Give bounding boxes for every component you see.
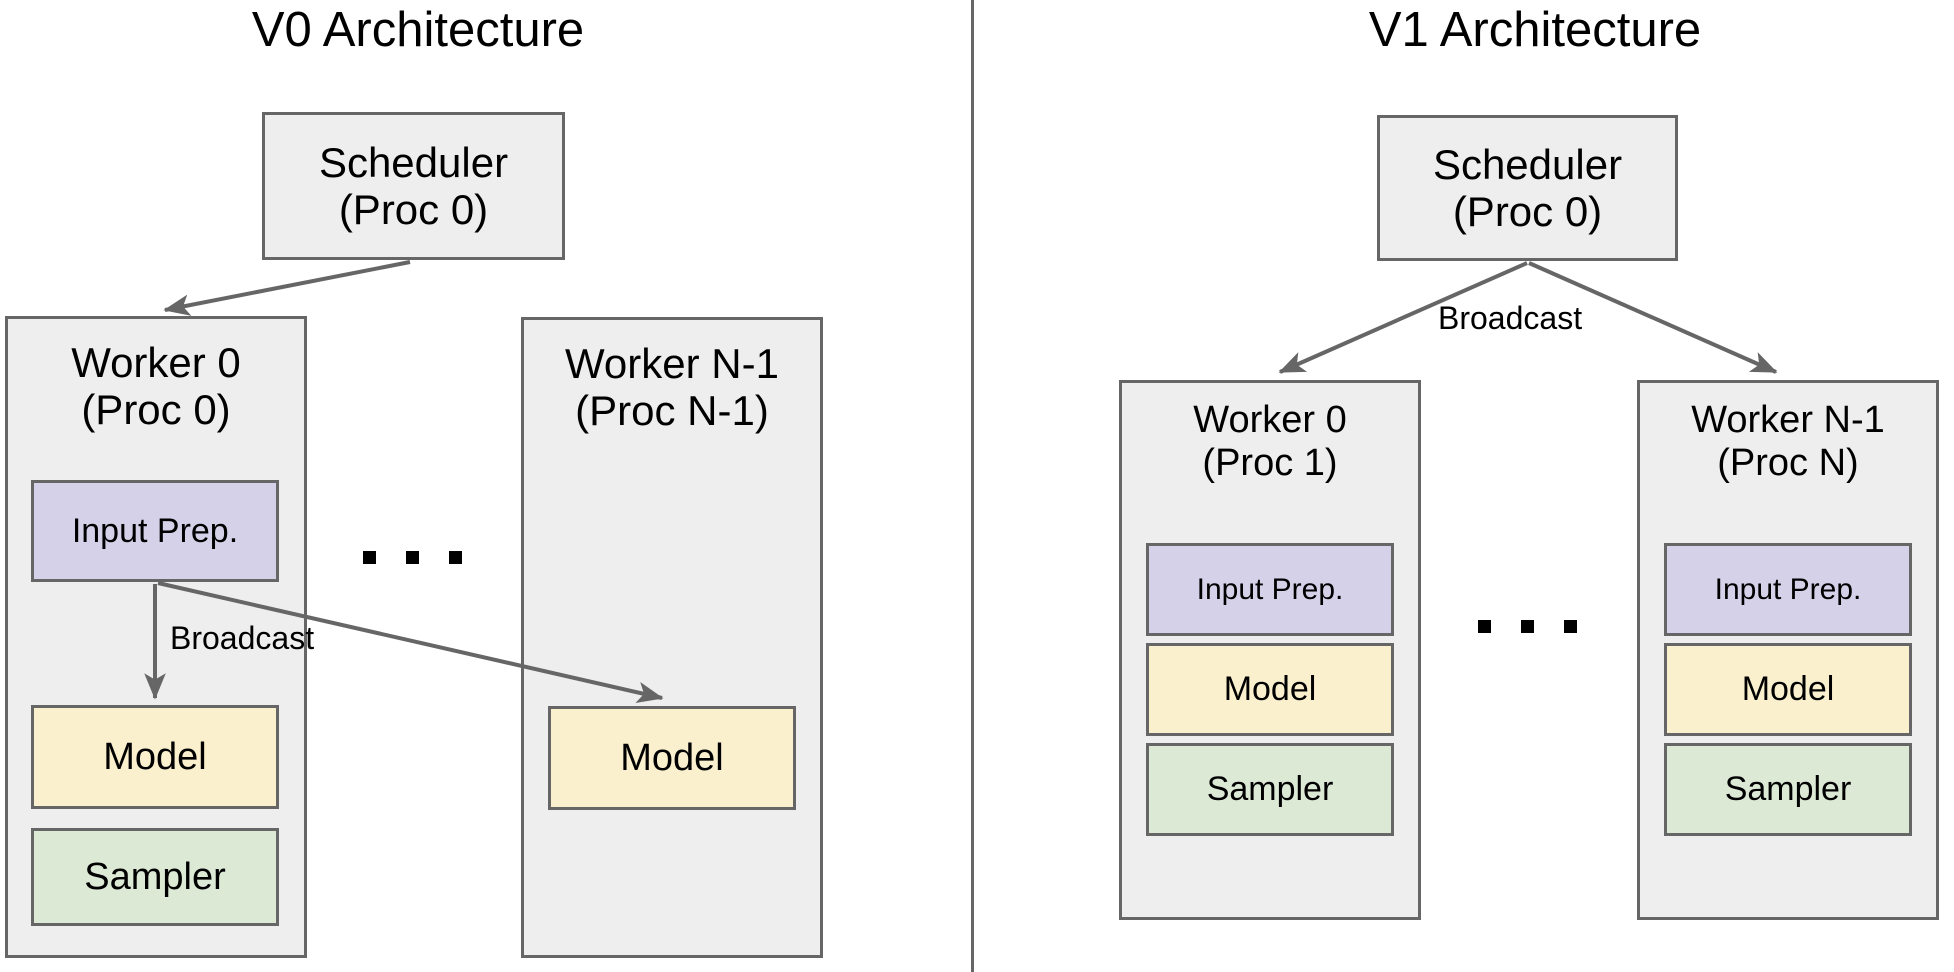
v1-workerN-input-prep-box[interactable]: Input Prep.	[1664, 543, 1912, 636]
v0-workerN-container[interactable]: Worker N-1 (Proc N-1)	[521, 317, 823, 958]
v1-workerN-sampler-label: Sampler	[1724, 770, 1852, 808]
v1-workerN-model-box[interactable]: Model	[1664, 643, 1912, 736]
v1-broadcast-label: Broadcast	[1438, 300, 1583, 336]
v1-scheduler-line1: Scheduler	[1432, 140, 1623, 188]
v0-arrow-scheduler-to-worker0	[163, 260, 411, 316]
v0-workerN-line1: Worker N-1	[565, 340, 779, 387]
v1-scheduler-box[interactable]: Scheduler (Proc 0)	[1377, 115, 1678, 261]
v1-workerN-model-label: Model	[1741, 670, 1835, 708]
v1-ellipsis-dot-3	[1564, 620, 1577, 633]
v1-ellipsis-dot-2	[1521, 620, 1534, 633]
v0-worker0-line2: (Proc 0)	[81, 386, 231, 434]
v1-worker0-model-label: Model	[1223, 670, 1317, 708]
v1-worker0-line1: Worker 0	[1193, 399, 1347, 441]
v0-worker0-line1: Worker 0	[71, 339, 241, 386]
v1-worker0-input-prep-label: Input Prep.	[1196, 572, 1344, 606]
panel-divider	[971, 0, 974, 972]
v0-worker0-sampler-label: Sampler	[84, 855, 226, 898]
v0-ellipsis-dot-2	[406, 551, 419, 564]
v0-workerN-model-box[interactable]: Model	[548, 706, 796, 810]
v1-workerN-input-prep-label: Input Prep.	[1714, 572, 1862, 606]
v0-ellipsis-dot-3	[449, 551, 462, 564]
v1-workerN-line2: (Proc N)	[1717, 441, 1859, 484]
v0-worker0-input-prep-label: Input Prep.	[71, 511, 239, 550]
v1-workerN-line1: Worker N-1	[1691, 399, 1885, 441]
v1-panel-title: V1 Architecture	[1368, 3, 1702, 57]
v1-worker0-sampler-box[interactable]: Sampler	[1146, 743, 1394, 836]
v0-scheduler-line2: (Proc 0)	[338, 186, 489, 233]
v0-workerN-model-label: Model	[620, 736, 724, 779]
v0-panel-title: V0 Architecture	[251, 3, 585, 57]
v1-worker0-model-box[interactable]: Model	[1146, 643, 1394, 736]
v0-scheduler-line1: Scheduler	[318, 138, 509, 186]
v0-ellipsis-dot-1	[363, 551, 376, 564]
v1-ellipsis-dot-1	[1478, 620, 1491, 633]
v1-ellipsis	[1478, 620, 1577, 633]
v1-worker0-sampler-label: Sampler	[1206, 770, 1334, 808]
v0-workerN-line2: (Proc N-1)	[575, 387, 769, 435]
v1-workerN-sampler-box[interactable]: Sampler	[1664, 743, 1912, 836]
v0-scheduler-box[interactable]: Scheduler (Proc 0)	[262, 112, 565, 260]
v0-worker0-sampler-box[interactable]: Sampler	[31, 828, 279, 926]
v0-worker0-model-label: Model	[103, 735, 207, 778]
v0-broadcast-label: Broadcast	[170, 620, 315, 656]
v0-ellipsis	[363, 551, 462, 564]
v0-worker0-input-prep-box[interactable]: Input Prep.	[31, 480, 279, 582]
v0-worker0-model-box[interactable]: Model	[31, 705, 279, 809]
v1-scheduler-line2: (Proc 0)	[1452, 188, 1603, 235]
v1-worker0-line2: (Proc 1)	[1202, 441, 1338, 484]
v1-worker0-input-prep-box[interactable]: Input Prep.	[1146, 543, 1394, 636]
